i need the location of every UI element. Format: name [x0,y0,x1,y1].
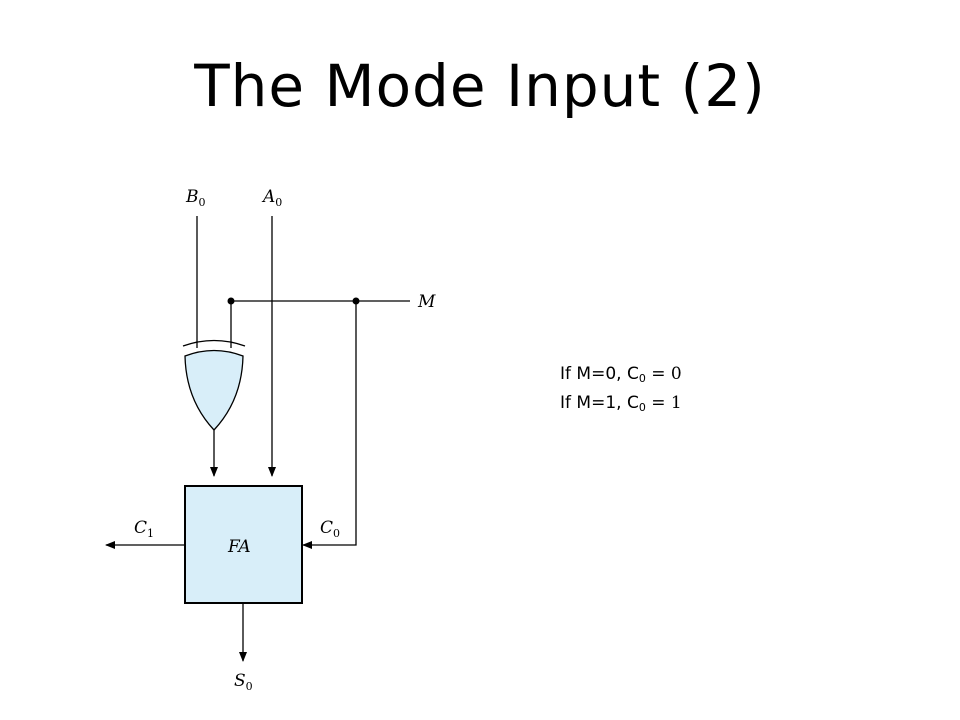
b0-label: B0 [185,187,206,209]
c0-label: C0 [320,518,340,540]
c1-label: C1 [134,518,154,540]
slide-title: The Mode Input (2) [194,52,766,120]
mode-to-c0-wire [302,301,357,549]
s0-label: S0 [234,671,253,693]
mode-explanation: If M=0, C0 = 0 If M=1, C0 = 1 [560,362,682,420]
junction-dot-xor [227,297,235,305]
mode-label: M [417,292,436,312]
note-line-m0: If M=0, C0 = 0 [560,364,682,385]
xor-gate [182,339,246,431]
full-adder-label: FA [227,537,251,557]
a0-label: A0 [261,187,282,209]
note-line-m1: If M=1, C0 = 1 [560,393,682,414]
junction-dot-carry [352,297,360,305]
